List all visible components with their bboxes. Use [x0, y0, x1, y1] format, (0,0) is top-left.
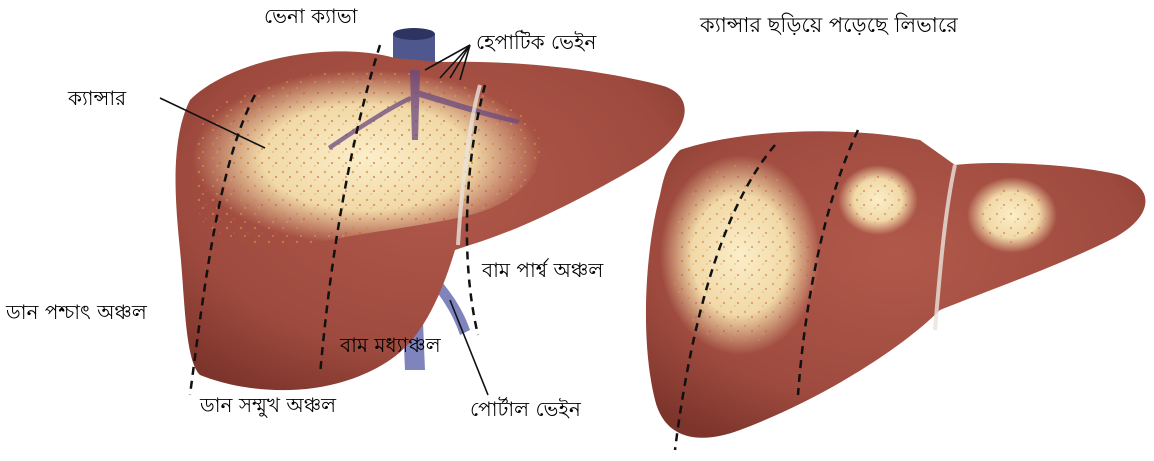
label-portal-vein: পোর্টাল ভেইন	[470, 397, 581, 421]
label-right-posterior-segment: ডান পশ্চাৎ অঞ্চল	[6, 300, 147, 324]
label-cancer-spread-title: ক্যান্সার ছড়িয়ে পড়েছে লিভারে	[700, 13, 958, 37]
label-vena-cava: ভেনা ক্যাভা	[264, 4, 357, 28]
label-hepatic-vein: হেপাটিক ভেইন	[476, 30, 596, 54]
label-left-medial-segment: বাম মধ্যাঞ্চল	[340, 333, 441, 357]
label-right-anterior-segment: ডান সম্মুখ অঞ্চল	[200, 393, 336, 417]
label-cancer: ক্যান্সার	[68, 86, 126, 110]
cancer-spread-liver	[646, 130, 1146, 450]
label-left-lateral-segment: বাম পার্শ্ব অঞ্চল	[482, 258, 603, 282]
